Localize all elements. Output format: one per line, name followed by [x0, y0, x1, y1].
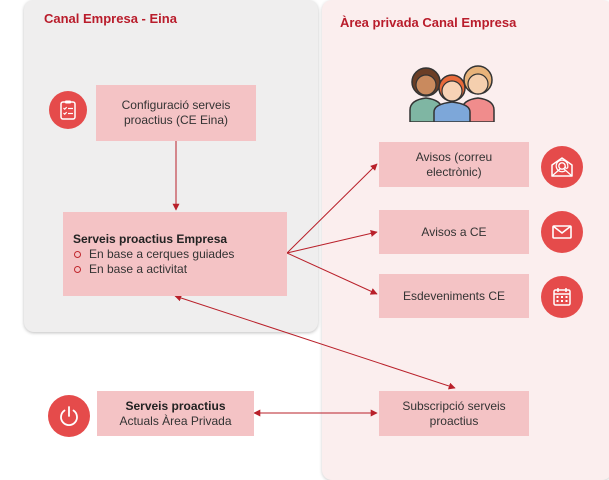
subscription-line2: proactius: [429, 413, 479, 428]
subscription-box: Subscripció serveis proactius: [379, 391, 529, 436]
calendar-icon: [541, 276, 583, 318]
email-alerts-box: Avisos (correu electrònic): [379, 142, 529, 187]
current-subtitle: Actuals Àrea Privada: [119, 413, 232, 428]
events-label: Esdeveniments CE: [402, 288, 506, 303]
proactive-services-box: Serveis proactius Empresa En base a cerq…: [63, 212, 287, 296]
checklist-icon: [49, 91, 87, 129]
subscription-line1: Subscripció serveis: [402, 398, 506, 413]
left-panel-title: Canal Empresa - Eina: [44, 11, 177, 26]
email-at-icon: [541, 146, 583, 188]
config-line1: Configuració serveis: [121, 98, 231, 112]
email-alerts-line2: electrònic): [426, 164, 482, 179]
proactive-title: Serveis proactius Empresa: [73, 231, 228, 246]
email-alerts-line1: Avisos (correu: [415, 149, 493, 164]
arrow-to-events: [286, 252, 378, 295]
power-icon: [48, 395, 90, 437]
arrow-proactive-subscription: [174, 294, 456, 390]
arrow-to-ce-alerts: [286, 230, 378, 254]
config-line2: proactius (CE Eina): [123, 113, 229, 127]
ce-alerts-box: Avisos a CE: [379, 210, 529, 254]
proactive-item: En base a cerques guiades: [73, 247, 234, 262]
proactive-item: En base a activitat: [73, 262, 234, 277]
people-group-icon: [409, 65, 495, 122]
right-panel-title: Àrea privada Canal Empresa: [340, 15, 517, 30]
envelope-icon: [541, 211, 583, 253]
arrow-to-email-alerts: [286, 163, 378, 254]
events-box: Esdeveniments CE: [379, 274, 529, 318]
current-services-box: Serveis proactius Actuals Àrea Privada: [97, 391, 254, 436]
config-services-box: Configuració serveis proactius (CE Eina): [96, 85, 256, 141]
current-title: Serveis proactius: [125, 398, 226, 413]
ce-alerts-label: Avisos a CE: [421, 224, 487, 239]
